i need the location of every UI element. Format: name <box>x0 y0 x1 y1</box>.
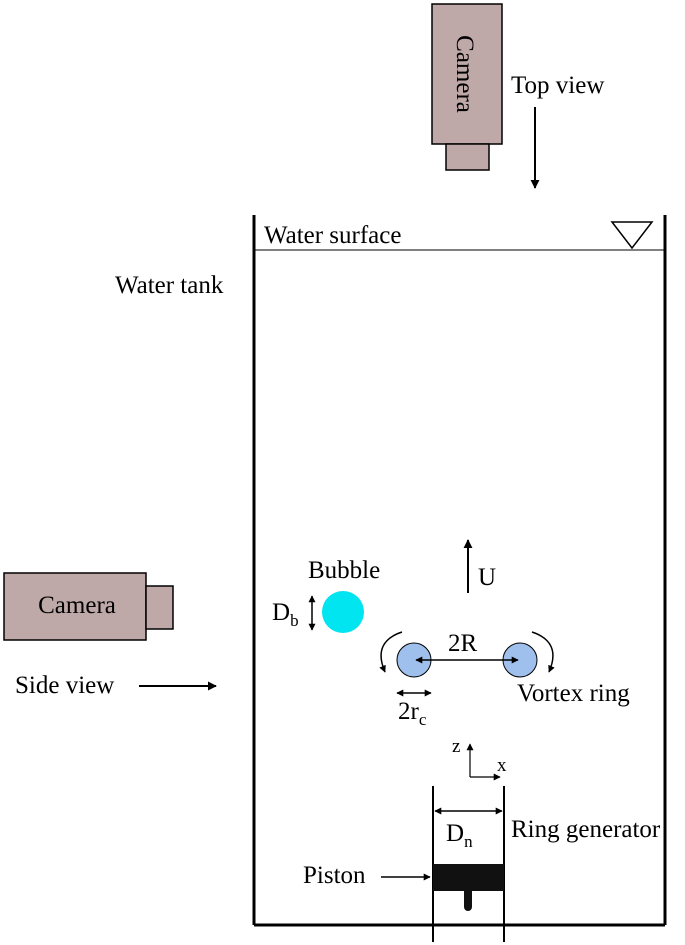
bubble-label: Bubble <box>308 557 380 584</box>
nozzle-diameter-label: Dn <box>446 820 473 851</box>
bubble-diameter-label: Db <box>272 599 299 630</box>
axis-x-label: x <box>497 755 507 776</box>
top-camera-lens <box>445 143 490 171</box>
axis-z-label: z <box>452 736 460 757</box>
water-surface-label: Water surface <box>264 222 401 249</box>
side-view-label: Side view <box>15 672 114 699</box>
vortex-ring <box>379 631 555 678</box>
side-camera-lens <box>145 585 174 630</box>
top-camera-body <box>431 3 503 145</box>
top-camera-label: Camera <box>451 35 478 113</box>
ring-generator <box>432 786 505 942</box>
vortex-ring-label: Vortex ring <box>517 680 630 707</box>
water-tank <box>252 215 667 927</box>
top-camera: Camera <box>431 3 503 171</box>
side-camera-label: Camera <box>38 592 116 619</box>
side-camera: Camera <box>3 572 174 641</box>
side-camera-body <box>3 572 147 641</box>
rotation-arrow-right <box>531 631 555 673</box>
bubble <box>322 591 364 633</box>
ring-diameter-label: 2R <box>448 630 478 657</box>
water-level-icon <box>610 221 654 250</box>
velocity-label: U <box>478 564 496 591</box>
top-view-label: Top view <box>511 72 604 99</box>
rotation-arrow-left <box>379 631 403 673</box>
ring-generator-label: Ring generator <box>511 816 661 843</box>
piston-label: Piston <box>303 862 366 889</box>
core-radius-label: 2rc <box>398 698 427 729</box>
piston-rod <box>464 869 472 911</box>
coordinate-axes <box>466 743 501 781</box>
water-tank-label: Water tank <box>115 272 224 299</box>
